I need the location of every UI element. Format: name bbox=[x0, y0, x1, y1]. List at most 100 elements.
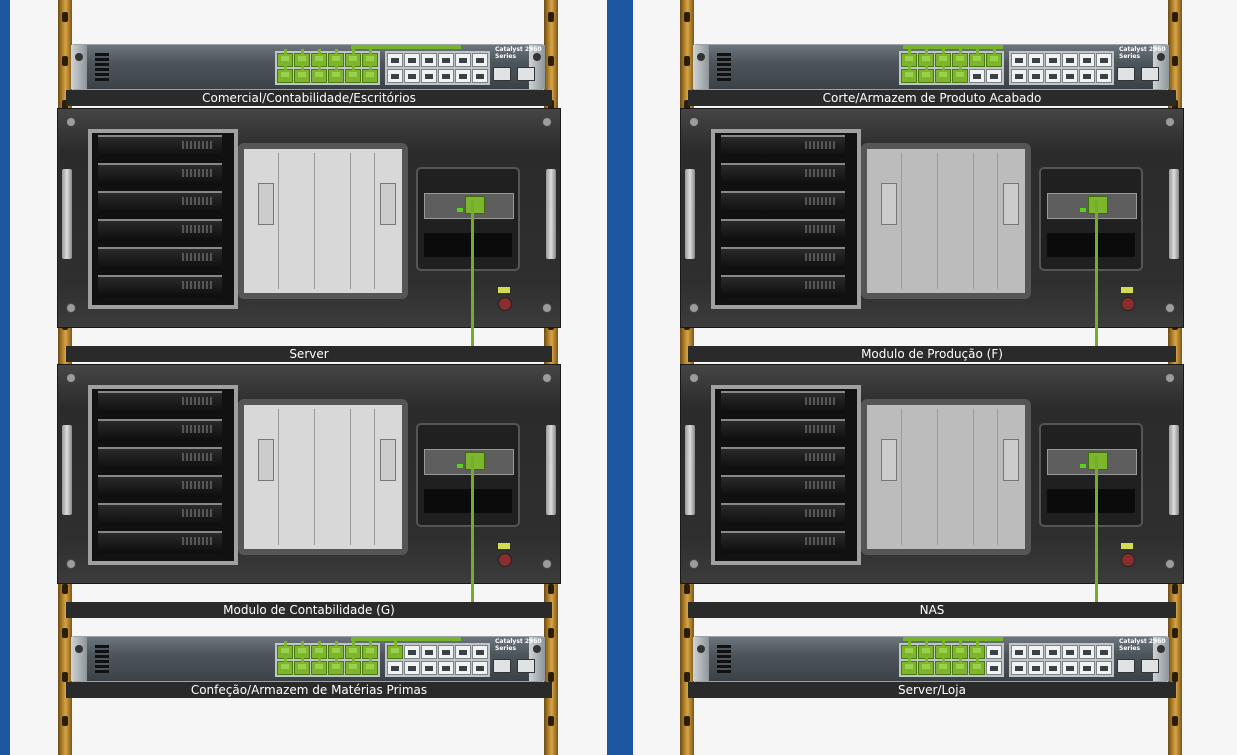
port[interactable] bbox=[918, 657, 934, 675]
drive-bay[interactable] bbox=[98, 191, 222, 213]
uplink-port[interactable] bbox=[517, 659, 535, 673]
port[interactable] bbox=[986, 69, 1002, 83]
port[interactable] bbox=[969, 657, 985, 675]
port[interactable] bbox=[311, 65, 327, 83]
drive-bay[interactable] bbox=[98, 531, 222, 553]
drive-bay[interactable] bbox=[721, 191, 845, 213]
port[interactable] bbox=[328, 657, 344, 675]
port[interactable] bbox=[1045, 69, 1061, 83]
uplink-port[interactable] bbox=[493, 67, 511, 81]
port[interactable] bbox=[952, 65, 968, 83]
drive-bay[interactable] bbox=[721, 135, 845, 157]
port[interactable] bbox=[1079, 53, 1095, 67]
port[interactable] bbox=[935, 641, 951, 659]
handle[interactable] bbox=[62, 169, 72, 259]
port[interactable] bbox=[1011, 645, 1027, 659]
port[interactable] bbox=[1011, 53, 1027, 67]
port[interactable] bbox=[901, 65, 917, 83]
port[interactable] bbox=[345, 657, 361, 675]
port[interactable] bbox=[345, 49, 361, 67]
drive-bay[interactable] bbox=[721, 503, 845, 525]
port[interactable] bbox=[387, 641, 403, 659]
port[interactable] bbox=[952, 49, 968, 67]
uplink-port[interactable] bbox=[493, 659, 511, 673]
network-switch[interactable]: Catalyst 2960 Series bbox=[71, 636, 545, 682]
drive-bay[interactable] bbox=[721, 247, 845, 269]
port[interactable] bbox=[438, 645, 454, 659]
port[interactable] bbox=[345, 65, 361, 83]
port[interactable] bbox=[421, 69, 437, 83]
port[interactable] bbox=[328, 49, 344, 67]
port[interactable] bbox=[1011, 661, 1027, 675]
network-switch[interactable]: Catalyst 2960 Series bbox=[71, 44, 545, 90]
port[interactable] bbox=[277, 65, 293, 83]
power-button[interactable] bbox=[498, 553, 512, 567]
drive-bay[interactable] bbox=[721, 275, 845, 297]
port[interactable] bbox=[455, 53, 471, 67]
port[interactable] bbox=[1045, 661, 1061, 675]
port[interactable] bbox=[986, 645, 1002, 659]
port[interactable] bbox=[1062, 661, 1078, 675]
drive-bay[interactable] bbox=[98, 275, 222, 297]
port[interactable] bbox=[328, 65, 344, 83]
port[interactable] bbox=[455, 69, 471, 83]
server-chassis[interactable] bbox=[680, 108, 1184, 328]
port[interactable] bbox=[421, 661, 437, 675]
drive-bay[interactable] bbox=[98, 391, 222, 413]
drive-bay[interactable] bbox=[721, 531, 845, 553]
uplink-port[interactable] bbox=[1117, 659, 1135, 673]
port[interactable] bbox=[387, 53, 403, 67]
port[interactable] bbox=[918, 49, 934, 67]
port[interactable] bbox=[421, 53, 437, 67]
port[interactable] bbox=[404, 53, 420, 67]
port[interactable] bbox=[1096, 661, 1112, 675]
port[interactable] bbox=[1096, 69, 1112, 83]
network-switch[interactable]: Catalyst 2960 Series bbox=[693, 44, 1169, 90]
uplink-port[interactable] bbox=[1141, 659, 1159, 673]
port[interactable] bbox=[294, 657, 310, 675]
ethernet-port[interactable] bbox=[465, 452, 485, 470]
port[interactable] bbox=[404, 69, 420, 83]
port[interactable] bbox=[935, 657, 951, 675]
port[interactable] bbox=[901, 657, 917, 675]
drive-bay[interactable] bbox=[721, 419, 845, 441]
server-chassis[interactable] bbox=[57, 108, 561, 328]
port[interactable] bbox=[362, 49, 378, 67]
port[interactable] bbox=[438, 69, 454, 83]
uplink-port[interactable] bbox=[1117, 67, 1135, 81]
uplink-port[interactable] bbox=[517, 67, 535, 81]
handle[interactable] bbox=[1169, 169, 1179, 259]
port[interactable] bbox=[438, 53, 454, 67]
ethernet-port[interactable] bbox=[1088, 196, 1108, 214]
port[interactable] bbox=[438, 661, 454, 675]
port[interactable] bbox=[969, 69, 985, 83]
port[interactable] bbox=[455, 645, 471, 659]
handle[interactable] bbox=[62, 425, 72, 515]
port[interactable] bbox=[362, 657, 378, 675]
port[interactable] bbox=[1028, 645, 1044, 659]
power-button[interactable] bbox=[1121, 297, 1135, 311]
port[interactable] bbox=[472, 661, 488, 675]
port[interactable] bbox=[1011, 69, 1027, 83]
drive-bay[interactable] bbox=[98, 419, 222, 441]
port[interactable] bbox=[472, 645, 488, 659]
drive-bay[interactable] bbox=[98, 247, 222, 269]
drive-bay[interactable] bbox=[98, 475, 222, 497]
port[interactable] bbox=[472, 53, 488, 67]
port[interactable] bbox=[1079, 69, 1095, 83]
handle[interactable] bbox=[546, 169, 556, 259]
drive-bay[interactable] bbox=[721, 219, 845, 241]
port[interactable] bbox=[986, 49, 1002, 67]
ethernet-port[interactable] bbox=[1088, 452, 1108, 470]
port[interactable] bbox=[935, 65, 951, 83]
port[interactable] bbox=[969, 641, 985, 659]
port[interactable] bbox=[1096, 53, 1112, 67]
port[interactable] bbox=[1096, 645, 1112, 659]
port[interactable] bbox=[918, 65, 934, 83]
port[interactable] bbox=[277, 657, 293, 675]
power-button[interactable] bbox=[1121, 553, 1135, 567]
drive-bay[interactable] bbox=[98, 219, 222, 241]
drive-bay[interactable] bbox=[721, 475, 845, 497]
port[interactable] bbox=[472, 69, 488, 83]
port[interactable] bbox=[455, 661, 471, 675]
